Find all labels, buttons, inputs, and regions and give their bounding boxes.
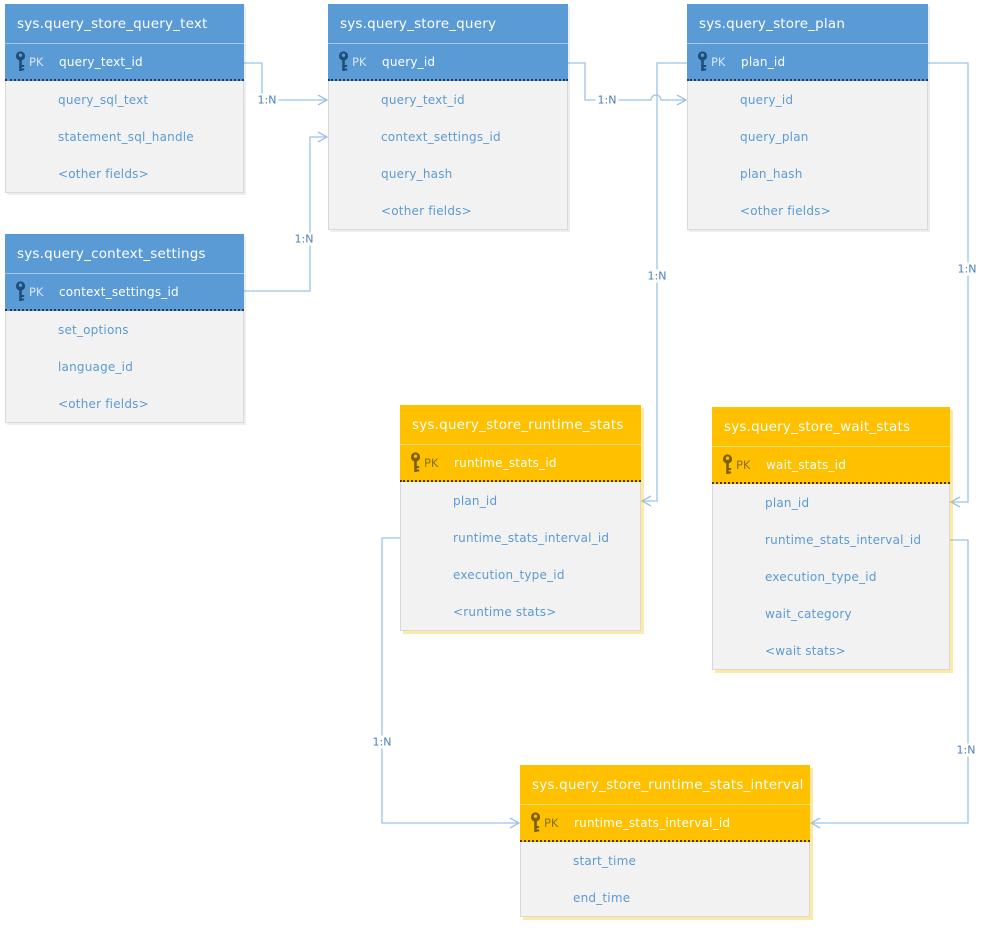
wire-plan-waitstats (928, 62, 969, 503)
wire-waitstats-interval (811, 539, 969, 824)
entity-title: sys.query_store_runtime_stats (400, 405, 641, 444)
entity-query-store-plan[interactable]: sys.query_store_plan PK plan_id query_id… (687, 4, 928, 230)
column-name: <other fields> (58, 166, 149, 181)
primary-key-icon (15, 280, 26, 301)
entity-query-store-runtime-stats[interactable]: sys.query_store_runtime_stats PK runtime… (400, 405, 641, 631)
entity-query-context-settings[interactable]: sys.query_context_settings PK context_se… (5, 234, 244, 423)
column-name: <wait stats> (765, 643, 846, 658)
arrow-waitstats-interval (809, 817, 821, 829)
pk-column-name: runtime_stats_interval_id (574, 815, 731, 830)
primary-key-row: PK runtime_stats_interval_id (520, 804, 810, 842)
cardinality-label: 1:N (645, 269, 669, 283)
cardinality-label: 1:N (595, 93, 619, 107)
column-name: start_time (573, 853, 637, 868)
column-name: plan_id (453, 493, 498, 508)
primary-key-row: PK context_settings_id (5, 273, 244, 311)
column-name: query_plan (740, 129, 809, 144)
entity-title: sys.query_context_settings (5, 234, 244, 273)
column-name: language_id (58, 359, 134, 374)
pk-column-name: query_text_id (59, 54, 143, 69)
arrow-runtimestats-interval (509, 817, 521, 829)
column-name: end_time (573, 890, 631, 905)
column-name: query_id (740, 92, 794, 107)
primary-key-row: PK wait_stats_id (712, 446, 950, 484)
cardinality-label: 1:N (954, 743, 978, 757)
pk-column-name: plan_id (741, 54, 786, 69)
primary-key-icon (530, 811, 541, 832)
entity-query-store-runtime-stats-interval[interactable]: sys.query_store_runtime_stats_interval P… (520, 765, 810, 917)
entity-title: sys.query_store_query_text (5, 4, 244, 43)
pk-column-name: context_settings_id (59, 284, 179, 299)
entity-body: plan_id runtime_stats_interval_id execut… (712, 484, 950, 670)
entity-body: query_text_id context_settings_id query_… (328, 81, 568, 230)
entity-body: set_options language_id <other fields> (5, 311, 244, 423)
primary-key-icon (15, 50, 26, 71)
cardinality-label: 1:N (292, 232, 316, 246)
pk-column-name: wait_stats_id (766, 457, 847, 472)
column-name: context_settings_id (381, 129, 501, 144)
column-name: set_options (58, 322, 129, 337)
entity-body: plan_id runtime_stats_interval_id execut… (400, 482, 641, 631)
entity-title: sys.query_store_runtime_stats_interval (520, 765, 810, 804)
pk-badge: PK (544, 815, 559, 830)
arrow-querytext-query (317, 94, 329, 106)
wire-querytext-query (244, 62, 327, 101)
pk-badge: PK (352, 54, 367, 69)
column-name: <other fields> (740, 203, 831, 218)
column-name: execution_type_id (453, 567, 565, 582)
column-name: <other fields> (381, 203, 472, 218)
arrow-plan-waitstats (949, 496, 961, 508)
pk-badge: PK (424, 455, 439, 470)
primary-key-row: PK plan_id (687, 43, 928, 81)
column-name: statement_sql_handle (58, 129, 194, 144)
entity-body: query_sql_text statement_sql_handle <oth… (5, 81, 244, 193)
primary-key-icon (697, 50, 708, 71)
pk-column-name: query_id (382, 54, 436, 69)
column-name: plan_hash (740, 166, 803, 181)
wire-contextsettings-query (244, 136, 327, 292)
primary-key-row: PK query_id (328, 43, 568, 81)
cardinality-label: 1:N (255, 93, 279, 107)
entity-body: query_id query_plan plan_hash <other fie… (687, 81, 928, 230)
arrow-contextsettings-query (317, 131, 329, 143)
pk-badge: PK (736, 457, 751, 472)
wire-query-plan (568, 62, 686, 101)
primary-key-icon (410, 451, 421, 472)
primary-key-icon (722, 453, 733, 474)
arrow-plan-runtimestats (640, 495, 652, 507)
cardinality-label: 1:N (370, 735, 394, 749)
column-name: runtime_stats_interval_id (765, 532, 922, 547)
column-name: runtime_stats_interval_id (453, 530, 610, 545)
pk-badge: PK (711, 54, 726, 69)
pk-column-name: runtime_stats_id (454, 455, 557, 470)
wire-runtimestats-interval (381, 537, 519, 824)
entity-body: start_time end_time (520, 842, 810, 917)
column-name: <runtime stats> (453, 604, 557, 619)
column-name: wait_category (765, 606, 852, 621)
pk-badge: PK (29, 284, 44, 299)
primary-key-icon (338, 50, 349, 71)
column-name: execution_type_id (765, 569, 877, 584)
entity-query-store-query[interactable]: sys.query_store_query PK query_id query_… (328, 4, 568, 230)
primary-key-row: PK runtime_stats_id (400, 444, 641, 482)
entity-title: sys.query_store_plan (687, 4, 928, 43)
column-name: <other fields> (58, 396, 149, 411)
primary-key-row: PK query_text_id (5, 43, 244, 81)
entity-query-store-wait-stats[interactable]: sys.query_store_wait_stats PK wait_stats… (712, 407, 950, 670)
cardinality-label: 1:N (955, 262, 979, 276)
column-name: plan_id (765, 495, 810, 510)
entity-title: sys.query_store_query (328, 4, 568, 43)
column-name: query_sql_text (58, 92, 149, 107)
pk-badge: PK (29, 54, 44, 69)
arrow-query-plan (676, 94, 688, 106)
entity-title: sys.query_store_wait_stats (712, 407, 950, 446)
entity-query-store-query-text[interactable]: sys.query_store_query_text PK query_text… (5, 4, 244, 193)
column-name: query_text_id (381, 92, 465, 107)
column-name: query_hash (381, 166, 453, 181)
